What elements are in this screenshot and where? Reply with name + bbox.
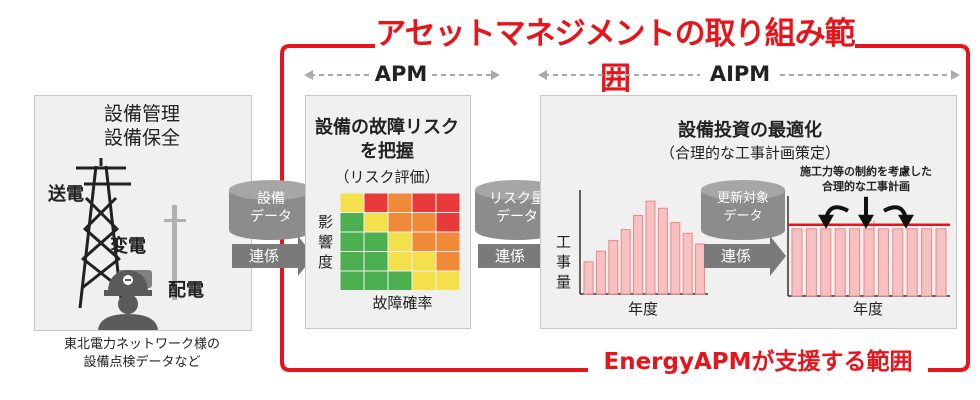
- bar: [791, 228, 803, 297]
- heatmap-cell: [340, 193, 364, 212]
- heatmap-cell: [412, 232, 436, 251]
- bar: [805, 228, 817, 297]
- data-cylinder-2: [475, 180, 560, 276]
- apm-title: 設備の故障リスク を把握: [315, 117, 459, 162]
- bar: [583, 261, 594, 295]
- cylinder-3-label: 更新対象 データ: [716, 191, 769, 224]
- heatmap-cell: [412, 213, 436, 232]
- bar: [695, 243, 706, 295]
- shift-right-arrowhead: [898, 214, 914, 229]
- bar: [834, 228, 846, 297]
- heatmap-cell: [412, 271, 436, 290]
- heatmap-cell: [388, 271, 412, 290]
- workload-chart-before: [579, 190, 708, 295]
- flow-1-arrow-label: 連係: [248, 247, 279, 265]
- heatmap-cell: [340, 213, 364, 232]
- label-transmission: 送電: [48, 180, 84, 206]
- heatmap-cell: [388, 232, 412, 251]
- cylinder-1-label: 設備 データ: [250, 191, 292, 225]
- worker-icon: [98, 270, 158, 330]
- apm-subtitle: （リスク評価）: [334, 168, 440, 186]
- heatmap-cell: [364, 271, 388, 290]
- bar: [877, 228, 889, 297]
- flow-3-arrow-label: 連係: [720, 247, 751, 265]
- bar: [682, 232, 693, 295]
- apm-label: APM: [374, 62, 428, 86]
- bar: [645, 200, 656, 295]
- heatmap-cell: [412, 193, 436, 212]
- bar: [921, 228, 933, 297]
- heatmap-cell: [412, 252, 436, 271]
- label-distribution: 配電: [168, 280, 204, 301]
- failure-probability-label: 故障確率: [372, 294, 433, 312]
- equipment-title: 設備管理 設備保全: [103, 103, 180, 149]
- support-scope-label: EnergyAPMが支援する範囲: [588, 342, 928, 376]
- shift-left-arrowhead: [818, 214, 834, 229]
- heatmap-cell: [436, 193, 460, 212]
- heatmap-cell: [388, 213, 412, 232]
- shift-down-arrowhead: [858, 214, 874, 229]
- workload-axis-label: 工 事 量: [556, 233, 572, 291]
- heatmap-cell: [436, 232, 460, 251]
- utility-pole-icon: [164, 205, 186, 300]
- heatmap-cell: [388, 252, 412, 271]
- bar: [657, 207, 668, 295]
- heatmap-cell: [364, 232, 388, 251]
- bar: [863, 228, 875, 297]
- heatmap-cell: [364, 193, 388, 212]
- heatmap-cell: [340, 232, 364, 251]
- heatmap-cell: [364, 213, 388, 232]
- aipm-title: 設備投資の最適化: [678, 120, 822, 141]
- bar: [906, 228, 918, 297]
- bar: [595, 250, 606, 295]
- bar: [633, 214, 644, 295]
- section-arrows: [304, 70, 960, 80]
- cylinder-2-label: リスク量 データ: [489, 191, 545, 225]
- bar: [608, 239, 619, 295]
- year-axis-label-before: 年度: [627, 300, 658, 318]
- heatmap-cell: [340, 271, 364, 290]
- bar: [935, 228, 947, 297]
- data-cylinder-1: [229, 180, 314, 276]
- bar: [620, 229, 631, 295]
- aipm-label: AIPM: [709, 62, 771, 86]
- risk-heatmap: [340, 193, 460, 290]
- bar: [670, 222, 681, 295]
- aipm-subtitle: （合理的な工事計画策定）: [659, 144, 840, 162]
- impact-axis-label: 影 響 度: [318, 213, 334, 271]
- heatmap-cell: [436, 213, 460, 232]
- bar: [820, 228, 832, 297]
- scope-title: アセットマネジメントの取り組み範囲: [375, 8, 856, 98]
- workload-chart-after: [787, 196, 950, 297]
- data-cylinder-3: [701, 180, 786, 276]
- bar: [849, 228, 861, 297]
- heatmap-cell: [436, 252, 460, 271]
- equipment-caption: 東北電力ネットワーク様の 設備点検データなど: [63, 337, 220, 370]
- label-substation: 変電: [110, 236, 146, 257]
- heatmap-cell: [340, 252, 364, 271]
- year-axis-label-after: 年度: [852, 300, 883, 318]
- heatmap-cell: [436, 271, 460, 290]
- bar: [892, 228, 904, 297]
- flow-2-arrow-label: 連係: [494, 247, 525, 265]
- constraint-note: 施工力等の制約を考慮した 合理的な工事計画: [800, 165, 932, 193]
- heatmap-cell: [388, 193, 412, 212]
- heatmap-cell: [364, 252, 388, 271]
